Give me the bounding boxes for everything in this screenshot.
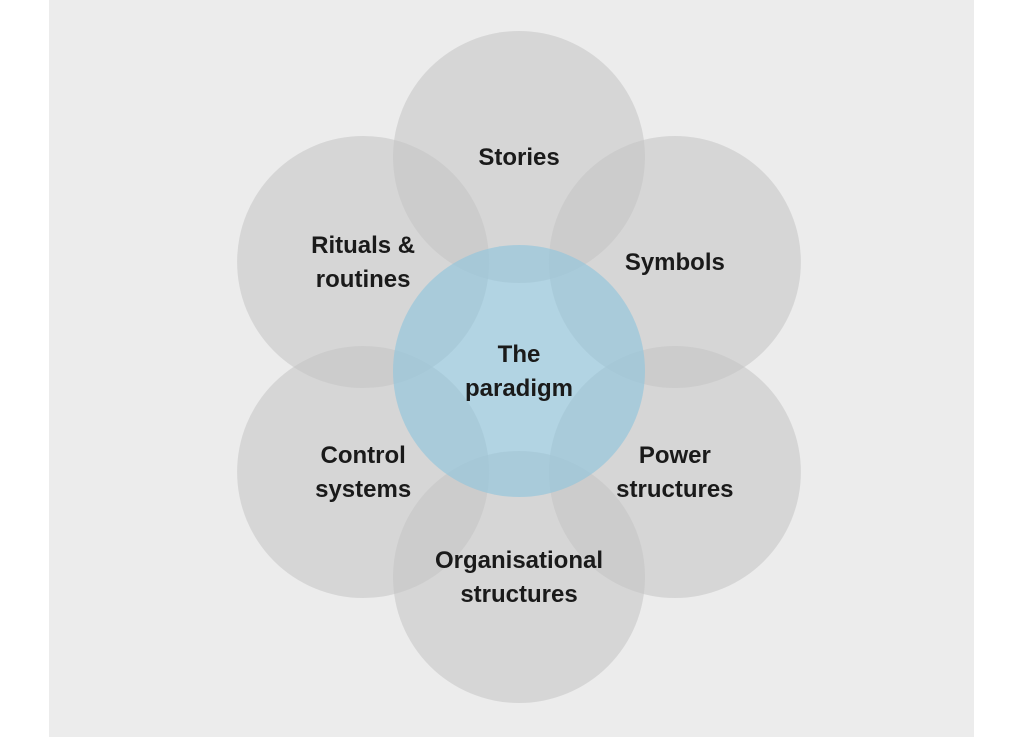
label-organisational-structures-line: structures	[460, 581, 577, 608]
label-stories-line: Stories	[478, 144, 559, 171]
label-control-systems-line: systems	[315, 476, 411, 503]
circle-paradigm	[393, 245, 645, 497]
label-control-systems: Control systems	[315, 442, 411, 503]
label-paradigm-line: The	[498, 341, 541, 368]
label-stories: Stories	[478, 144, 559, 171]
center-circle-group	[393, 245, 645, 497]
label-paradigm-line: paradigm	[465, 375, 573, 402]
label-paradigm: The paradigm	[465, 341, 573, 402]
label-rituals-routines-line: Rituals &	[311, 232, 415, 259]
label-rituals-routines: Rituals & routines	[311, 232, 415, 293]
label-power-structures-line: structures	[616, 476, 733, 503]
label-control-systems-line: Control	[320, 442, 405, 469]
label-organisational-structures: Organisational structures	[435, 547, 603, 608]
label-symbols-line: Symbols	[625, 249, 725, 276]
label-symbols: Symbols	[625, 249, 725, 276]
label-power-structures-line: Power	[639, 442, 711, 469]
label-rituals-routines-line: routines	[316, 266, 411, 293]
label-organisational-structures-line: Organisational	[435, 547, 603, 574]
label-power-structures: Power structures	[616, 442, 733, 503]
